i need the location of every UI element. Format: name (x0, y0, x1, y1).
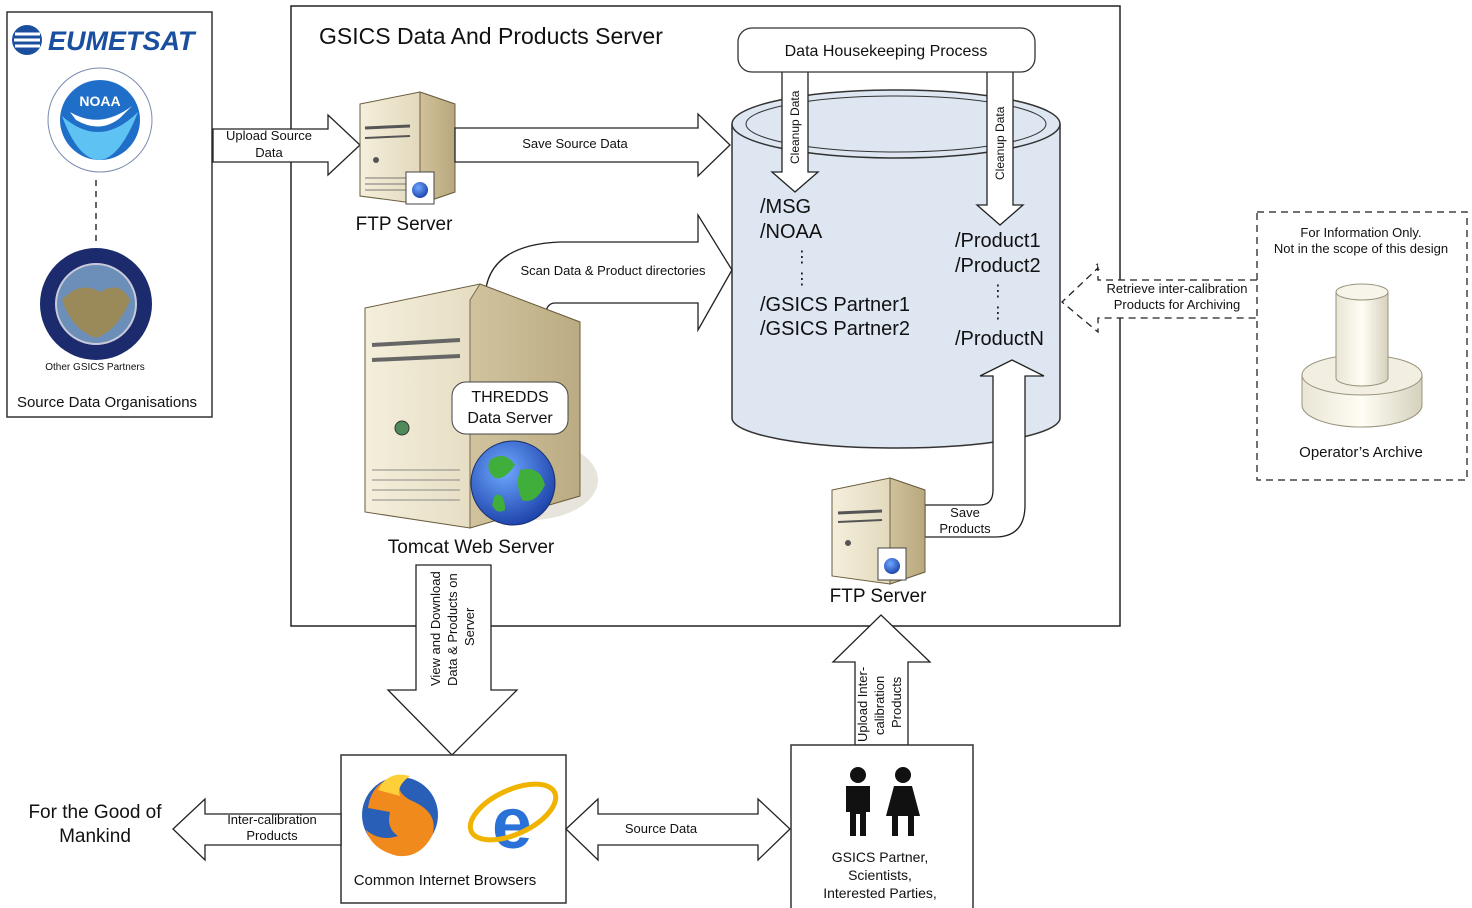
svg-text:⋮: ⋮ (794, 271, 810, 288)
svg-text:/Product2: /Product2 (955, 255, 1041, 277)
svg-text:⋮: ⋮ (990, 305, 1006, 322)
svg-text:/ProductN: /ProductN (955, 328, 1044, 350)
source-data-arrow: Source Data (565, 797, 791, 862)
svg-text:NOAA: NOAA (79, 93, 120, 109)
housekeeping-process-box: Data Housekeeping Process (737, 27, 1036, 73)
save-source-arrow: Save Source Data (454, 112, 731, 178)
svg-text:Data & Products on: Data & Products on (445, 573, 460, 686)
ftp-server-bottom-label: FTP Server (830, 586, 927, 607)
svg-text:Data: Data (255, 145, 283, 160)
svg-text:/NOAA: /NOAA (760, 221, 823, 243)
ftp-server-bottom (831, 477, 926, 585)
svg-text:/GSICS Partner2: /GSICS Partner2 (760, 318, 910, 340)
left-directories: /MSG /NOAA ⋮ ⋮ /GSICS Partner1 /GSICS Pa… (760, 196, 910, 340)
svg-text:Products: Products (939, 521, 991, 536)
ftp-server-top (359, 91, 456, 205)
mankind-label-2: Mankind (59, 826, 131, 847)
right-directories: /Product1 /Product2 ⋮ ⋮ /ProductN (955, 230, 1044, 350)
cleanup-arrow-right: Cleanup Data (975, 69, 1025, 226)
server-title: GSICS Data And Products Server (319, 23, 663, 49)
svg-text:⋮: ⋮ (990, 283, 1006, 300)
svg-text:EUMETSAT: EUMETSAT (48, 26, 197, 56)
svg-text:Retrieve inter-calibration: Retrieve inter-calibration (1107, 281, 1248, 296)
svg-text:Products: Products (246, 828, 298, 843)
svg-text:⋮: ⋮ (794, 249, 810, 266)
svg-text:Save Source Data: Save Source Data (522, 136, 628, 151)
browsers-label: Common Internet Browsers (354, 872, 537, 889)
archive-icon (1301, 283, 1423, 428)
svg-text:/GSICS Partner1: /GSICS Partner1 (760, 294, 910, 316)
internet-explorer-icon: e (467, 781, 559, 864)
svg-text:Data Housekeeping Process: Data Housekeeping Process (785, 43, 988, 60)
svg-text:Cleanup Data: Cleanup Data (993, 106, 1007, 180)
other-partners-label: Other GSICS Partners (45, 362, 144, 373)
upload-inter-arrow: Upload Inter- calibration Products (831, 614, 932, 746)
globe-icon (470, 440, 556, 526)
svg-text:Scan Data & Product directorie: Scan Data & Product directories (521, 263, 706, 278)
svg-text:Upload Source: Upload Source (226, 128, 312, 143)
svg-text:Products for Archiving: Products for Archiving (1114, 297, 1240, 312)
svg-text:THREDDS: THREDDS (471, 389, 548, 406)
ftp-server-top-label: FTP Server (356, 214, 453, 235)
svg-text:Products: Products (889, 676, 904, 728)
svg-text:Scientists,: Scientists, (848, 867, 912, 883)
svg-text:Source Data: Source Data (625, 821, 698, 836)
inter-products-arrow: Inter-calibration Products (172, 797, 342, 862)
operator-archive-panel: For Information Only. Not in the scope o… (1256, 211, 1468, 481)
svg-text:Interested Parties,: Interested Parties, (823, 885, 937, 901)
svg-text:1: 1 (1095, 262, 1100, 272)
operator-archive-label: Operator’s Archive (1299, 444, 1423, 461)
source-organisations-panel: EUMETSAT NOAA Other GSICS Partners Sourc… (6, 11, 213, 418)
upload-source-arrow: Upload Source Data (212, 113, 361, 177)
woman-icon (886, 767, 920, 836)
noaa-logo: NOAA (47, 67, 153, 173)
svg-text:calibration: calibration (872, 676, 887, 735)
svg-text:Not in the scope of this desig: Not in the scope of this design (1274, 241, 1448, 256)
tomcat-server-label: Tomcat Web Server (388, 537, 555, 558)
browsers-panel: e Common Internet Browsers (340, 754, 567, 904)
tomcat-server: THREDDS Data Server (364, 283, 598, 529)
save-products-arrow: Save Products (924, 359, 1045, 538)
retrieve-archive-arrow: 1 Retrieve inter-calibration Products fo… (1061, 262, 1257, 334)
svg-text:Server: Server (462, 607, 477, 646)
cleanup-arrow-left: Cleanup Data (770, 69, 820, 193)
svg-text:Save: Save (950, 505, 980, 520)
svg-text:For Information Only.: For Information Only. (1300, 225, 1421, 240)
users-panel: GSICS Partner, Scientists, Interested Pa… (790, 744, 974, 908)
view-download-arrow: View and Download Data & Products on Ser… (386, 564, 519, 756)
svg-text:Cleanup Data: Cleanup Data (788, 90, 802, 164)
mankind-label-1: For the Good of (28, 802, 162, 823)
eumetsat-logo: EUMETSAT (12, 25, 197, 56)
svg-text:Inter-calibration: Inter-calibration (227, 812, 317, 827)
svg-text:/Product1: /Product1 (955, 230, 1041, 252)
svg-text:View and Download: View and Download (428, 571, 443, 686)
svg-text:GSICS Partner,: GSICS Partner, (832, 849, 928, 865)
svg-text:Data Server: Data Server (467, 410, 553, 427)
gsics-logo (40, 248, 152, 360)
source-organisations-caption: Source Data Organisations (17, 394, 197, 411)
firefox-icon (362, 774, 438, 857)
man-icon (846, 767, 870, 836)
svg-text:Upload Inter-: Upload Inter- (855, 667, 870, 742)
svg-text:/MSG: /MSG (760, 196, 811, 218)
